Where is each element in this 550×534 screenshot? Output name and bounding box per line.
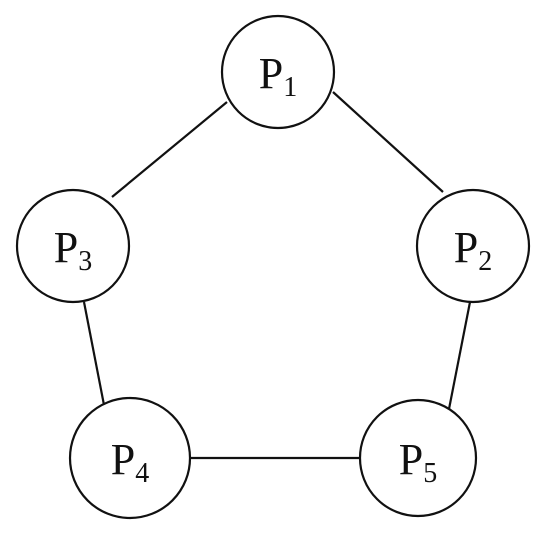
- node-p1-letter: P: [259, 49, 283, 98]
- edge-p1-p2: [332, 91, 444, 193]
- node-p1: P1: [220, 14, 336, 130]
- node-p1-circle: [220, 14, 336, 130]
- node-p3: P3: [15, 188, 131, 304]
- node-p2-label: P2: [454, 223, 492, 277]
- node-p3-letter: P: [54, 223, 78, 272]
- node-p4-subscript: 4: [135, 458, 149, 489]
- node-p3-label: P3: [54, 223, 92, 277]
- node-p5-circle: [358, 398, 478, 518]
- edge-p1-p3: [111, 101, 228, 198]
- edge-p3-p4: [82, 301, 106, 406]
- node-p2-circle: [415, 188, 531, 304]
- node-p5-label: P5: [399, 435, 437, 489]
- node-p1-label: P1: [259, 49, 297, 103]
- node-p2-letter: P: [454, 223, 478, 272]
- node-p4: P4: [68, 396, 192, 520]
- node-p2-subscript: 2: [478, 246, 492, 277]
- edges-layer: [82, 91, 472, 460]
- node-p4-label: P4: [111, 435, 149, 489]
- nodes-layer: P1 P2 P3 P4 P5: [15, 14, 531, 520]
- node-p4-letter: P: [111, 435, 135, 484]
- node-p5-subscript: 5: [423, 458, 437, 489]
- node-p5: P5: [358, 398, 478, 518]
- node-p5-letter: P: [399, 435, 423, 484]
- node-p3-subscript: 3: [78, 246, 92, 277]
- edge-p2-p5: [447, 301, 472, 410]
- node-p4-circle: [68, 396, 192, 520]
- node-p3-circle: [15, 188, 131, 304]
- node-p2: P2: [415, 188, 531, 304]
- node-p1-subscript: 1: [283, 72, 297, 103]
